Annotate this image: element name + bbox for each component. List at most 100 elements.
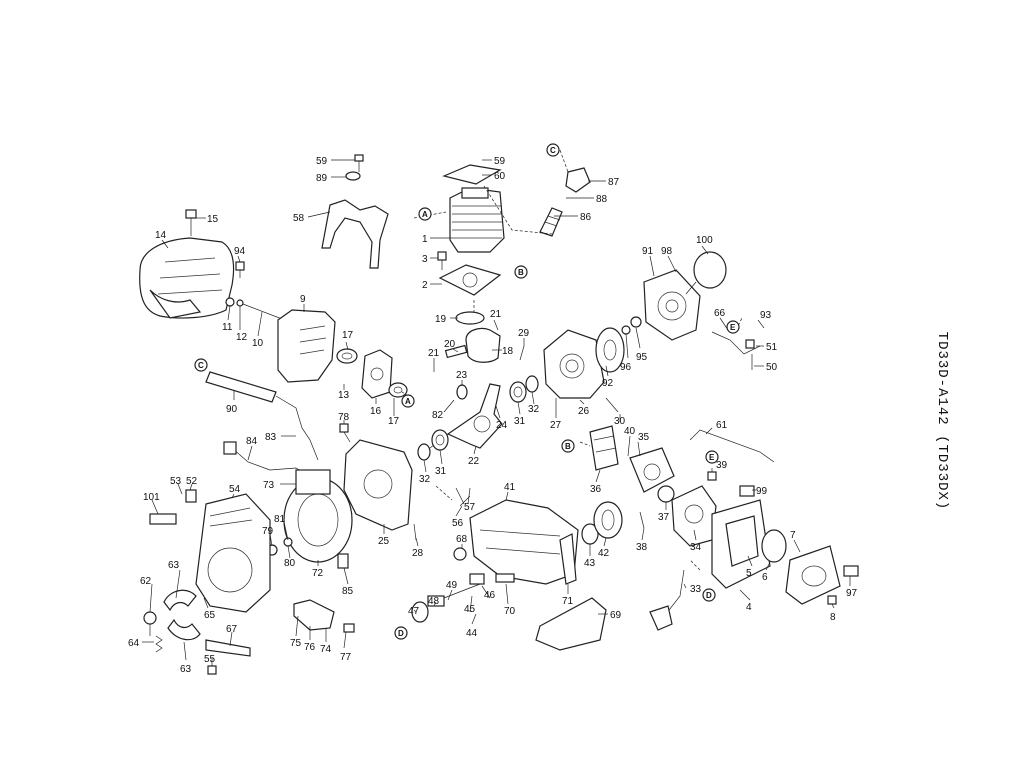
- callout: 11: [222, 322, 233, 333]
- callout: 93: [760, 310, 772, 321]
- callout: 80: [284, 558, 296, 569]
- nut-95: [621, 316, 642, 335]
- callout: 42: [598, 548, 610, 559]
- callout: 48: [428, 596, 440, 607]
- coil-85: [337, 553, 349, 569]
- callout: 75: [290, 638, 302, 649]
- svg-text:E: E: [709, 453, 715, 462]
- model-code-text: TD33D-A142 (TD33DX): [934, 331, 950, 511]
- air-filter-42: [593, 501, 623, 539]
- callout: 3: [422, 254, 428, 265]
- ref-circle-C-top: C: [546, 143, 560, 157]
- band-71: [559, 533, 577, 585]
- gasket-17: [336, 348, 358, 364]
- screw-59: [345, 154, 364, 181]
- label-101: [149, 513, 177, 525]
- callout: 78: [338, 412, 350, 423]
- svg-text:C: C: [198, 361, 204, 370]
- starter-case-91: [643, 269, 701, 341]
- air-cleaner-base-4: [711, 499, 771, 589]
- callout: 81: [274, 514, 286, 525]
- callout: 59: [494, 156, 506, 167]
- gasket-2: [438, 264, 502, 296]
- callout: 61: [716, 420, 728, 431]
- callout: 9: [300, 294, 306, 305]
- callout: 26: [578, 406, 590, 417]
- fuel-tube-33: [649, 569, 685, 631]
- ref-circle-A-mid: A: [401, 394, 415, 408]
- piston-18: [465, 327, 501, 363]
- bearing-31a: [509, 381, 527, 403]
- callout: 95: [636, 352, 648, 363]
- callout: 35: [638, 432, 650, 443]
- fuel-filter-47: [411, 573, 485, 623]
- callout: 51: [766, 342, 778, 353]
- ref-circle-E-top: E: [726, 320, 740, 334]
- callout: 57: [464, 502, 476, 513]
- callout: 69: [610, 610, 622, 621]
- ref-circle-D-left: D: [394, 626, 408, 640]
- svg-text:C: C: [550, 146, 556, 155]
- callout: 60: [494, 171, 506, 182]
- callout: 25: [378, 536, 390, 547]
- callout: 8: [830, 612, 836, 623]
- svg-text:D: D: [706, 591, 712, 600]
- tube-70: [495, 573, 515, 583]
- bolt-38: [639, 511, 645, 529]
- svg-text:B: B: [565, 442, 571, 451]
- callout: 20: [444, 339, 456, 350]
- label-97: [843, 565, 859, 577]
- callout: 38: [636, 542, 648, 553]
- cover-7: [785, 545, 841, 605]
- callout: 86: [580, 212, 592, 223]
- screw-94: [235, 261, 245, 278]
- callout: 44: [466, 628, 478, 639]
- label-99: [739, 485, 755, 497]
- callout: 96: [620, 362, 632, 373]
- bearing-32b: [417, 443, 431, 461]
- callout: 21: [428, 348, 440, 359]
- engine-cover-14: [139, 237, 235, 319]
- callout: 28: [412, 548, 424, 559]
- callout: 94: [234, 246, 246, 257]
- callout: 84: [246, 436, 258, 447]
- callout: 31: [514, 416, 526, 427]
- callout: 12: [236, 332, 248, 343]
- callout: 82: [432, 410, 444, 421]
- ignition-wire-73: [223, 441, 313, 479]
- bolt-62: [143, 611, 157, 636]
- plate-60: [442, 164, 502, 185]
- callout: 16: [370, 406, 382, 417]
- callout: 71: [562, 596, 574, 607]
- piston-pin-20: [444, 344, 468, 359]
- screw-39: [707, 471, 717, 481]
- spacer-35: [629, 447, 675, 493]
- callout: 91: [642, 246, 654, 257]
- callout: 52: [186, 476, 198, 487]
- callout: 88: [596, 194, 608, 205]
- ref-circle-B-mid: B: [561, 439, 575, 453]
- crankcase-26: [543, 329, 605, 399]
- callout: 54: [229, 484, 241, 495]
- callout: 97: [846, 588, 858, 599]
- callout: 21: [490, 309, 502, 320]
- callout: 98: [661, 246, 673, 257]
- callout: 76: [304, 642, 316, 653]
- callout: 58: [293, 213, 305, 224]
- flywheel-72: [283, 469, 353, 563]
- callout: 50: [766, 362, 778, 373]
- callout: 72: [312, 568, 324, 579]
- svg-text:A: A: [422, 210, 428, 219]
- callout: 17: [342, 330, 354, 341]
- leader-lines: [142, 159, 851, 666]
- callout: 59: [316, 156, 328, 167]
- ref-circle-C-left: C: [194, 358, 208, 372]
- carburetor-34: [671, 485, 717, 547]
- callout: 24: [496, 420, 508, 431]
- piston-ring-19: [455, 311, 485, 325]
- callout: 101: [143, 492, 160, 503]
- callout: 47: [408, 606, 420, 617]
- callout: 18: [502, 346, 514, 357]
- svg-text:A: A: [405, 397, 411, 406]
- callout: 90: [226, 404, 238, 415]
